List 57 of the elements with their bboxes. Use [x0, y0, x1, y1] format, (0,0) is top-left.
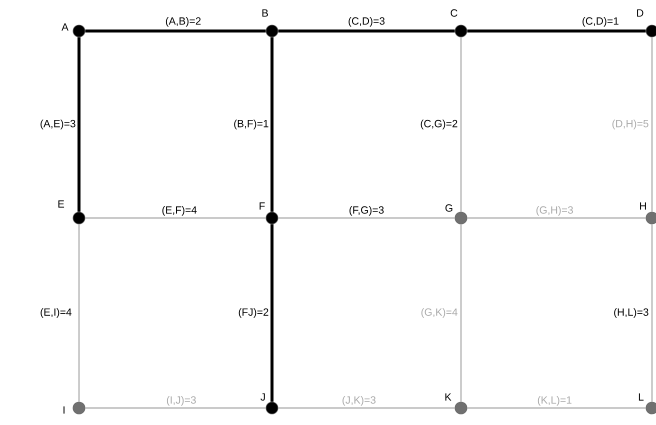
edge-line [270, 224, 274, 402]
edge-line [651, 224, 653, 402]
edge-label: (C,D)=1 [582, 17, 618, 27]
vertex-label: E [58, 200, 64, 208]
edge-label: (H,L)=3 [614, 308, 648, 318]
edge-line [270, 37, 274, 212]
edge-line [460, 37, 462, 212]
edge-label: (K,L)=1 [538, 396, 572, 406]
edge-line [278, 217, 455, 219]
edge-label: (D,H)=5 [612, 120, 648, 130]
vertex-dot [454, 402, 468, 414]
vertex-dot [72, 24, 86, 38]
vertex-dot [454, 212, 468, 224]
edge-line [460, 224, 462, 402]
vertex-label: K [445, 393, 452, 401]
vertex-dot [646, 212, 656, 224]
vertex-dot [646, 402, 656, 414]
edge-label: (E,I)=4 [40, 308, 72, 318]
edge-line [85, 30, 266, 32]
vertex-label: B [262, 9, 268, 17]
edge-label: (C,G)=2 [420, 120, 458, 130]
edge-label: (I,J)=3 [166, 396, 196, 406]
vertex-dot [72, 212, 86, 224]
edge-line [85, 217, 266, 219]
edge-label: (J,K)=3 [342, 396, 376, 406]
vertex-dot [72, 402, 86, 414]
edge-label: (G,K)=4 [421, 308, 458, 318]
vertex-dot [266, 24, 278, 38]
vertex-label: H [640, 202, 646, 210]
edge-label: (A,B)=2 [166, 17, 201, 27]
edge-label: (G,H)=3 [536, 206, 573, 216]
edge-line [467, 30, 646, 32]
vertex-label: F [260, 202, 265, 210]
vertex-dot [454, 24, 468, 38]
vertex-label: A [62, 23, 68, 31]
edge-label: (B,F)=1 [234, 120, 268, 130]
edge-line [467, 407, 646, 409]
edge-line [278, 407, 455, 409]
vertex-dot [646, 24, 656, 38]
edge-line [78, 224, 80, 402]
edge-label: (C,D)=3 [348, 17, 385, 27]
edge-line [78, 37, 80, 212]
edge-line [467, 217, 646, 219]
vertex-dot [266, 402, 278, 414]
vertex-label: J [260, 393, 265, 401]
edge-line [278, 30, 455, 32]
vertex-dot [266, 212, 278, 224]
edge-line [651, 37, 653, 212]
vertex-label: L [638, 393, 644, 401]
vertex-label: G [445, 204, 452, 212]
vertex-label: C [450, 9, 458, 17]
edge-label: (F,G)=3 [350, 206, 384, 216]
edge-label: (E,F)=4 [162, 206, 197, 216]
vertex-label: D [637, 9, 644, 17]
edge-line [85, 407, 266, 409]
edge-label: (A,E)=3 [40, 120, 76, 130]
edge-label: (FJ)=2 [238, 308, 268, 318]
